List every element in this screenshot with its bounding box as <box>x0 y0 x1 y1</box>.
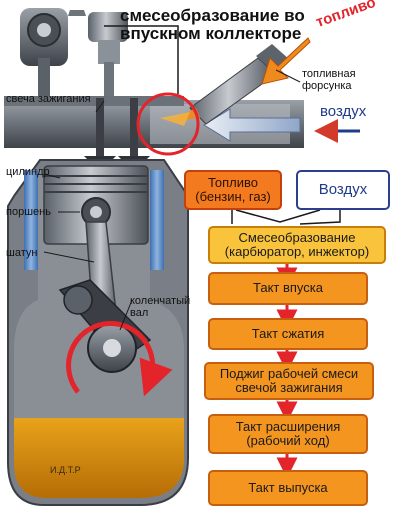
crankshaft-icon <box>58 279 173 397</box>
flow-intake-box: Такт впуска <box>208 272 368 305</box>
flow-power-line1: Такт расширения <box>235 418 341 434</box>
flow-exhaust-label: Такт выпуска <box>248 479 328 495</box>
highlight-circle <box>136 92 200 156</box>
cylinder-label: цилиндр <box>6 166 50 178</box>
flow-ignition-line1: Поджиг рабочей смеси <box>219 365 359 381</box>
flow-intake-label: Такт впуска <box>253 280 323 296</box>
rod-label: шатун <box>6 247 38 259</box>
spark-plug-label: свеча зажигания <box>6 93 91 105</box>
flow-mixing-line1: Смесеобразование <box>238 229 356 245</box>
injector-label-line2: форсунка <box>302 80 352 92</box>
flow-power-box: Такт расширения (рабочий ход) <box>208 414 368 454</box>
flow-fuel-box: Топливо (бензин, газ) <box>184 170 282 210</box>
flow-fuel-line1: Топливо <box>207 174 259 190</box>
piston-label: поршень <box>6 206 51 218</box>
leader-lines <box>43 69 301 331</box>
flow-air-box: Воздух <box>296 170 390 210</box>
air-flow-arrow <box>203 108 360 143</box>
flow-ignition-box: Поджиг рабочей смеси свечой зажигания <box>204 362 374 400</box>
flow-mixing-line2: (карбюратор, инжектор) <box>224 244 370 259</box>
air-label: воздух <box>320 103 367 120</box>
flow-ignition-line2: свечой зажигания <box>235 380 343 395</box>
watermark: И.Д.Т.Р <box>50 465 81 475</box>
camshaft-icon <box>20 8 86 98</box>
flow-exhaust-box: Такт выпуска <box>208 470 368 506</box>
heading-line2: впускном коллекторе <box>120 24 302 43</box>
flow-power-line2: (рабочий ход) <box>246 433 330 448</box>
piston-icon <box>43 165 149 245</box>
crankshaft-label-line2: вал <box>130 307 149 319</box>
fuel-flow-arrow <box>261 37 311 85</box>
injector-label-line1: топливная <box>302 68 356 80</box>
flow-fuel-line2: (бензин, газ) <box>195 189 271 204</box>
flow-air-label: Воздух <box>318 180 368 198</box>
heading-connector <box>104 25 179 94</box>
flow-compression-box: Такт сжатия <box>208 318 368 350</box>
heading-line1: смесеобразование во <box>120 6 305 25</box>
flow-compression-label: Такт сжатия <box>251 325 325 341</box>
valve-cover-icon <box>88 12 128 98</box>
crankshaft-label-line1: коленчатый <box>130 295 191 307</box>
flowchart-connectors <box>229 208 343 479</box>
flow-mixing-box: Смесеобразование (карбюратор, инжектор) <box>208 226 386 264</box>
